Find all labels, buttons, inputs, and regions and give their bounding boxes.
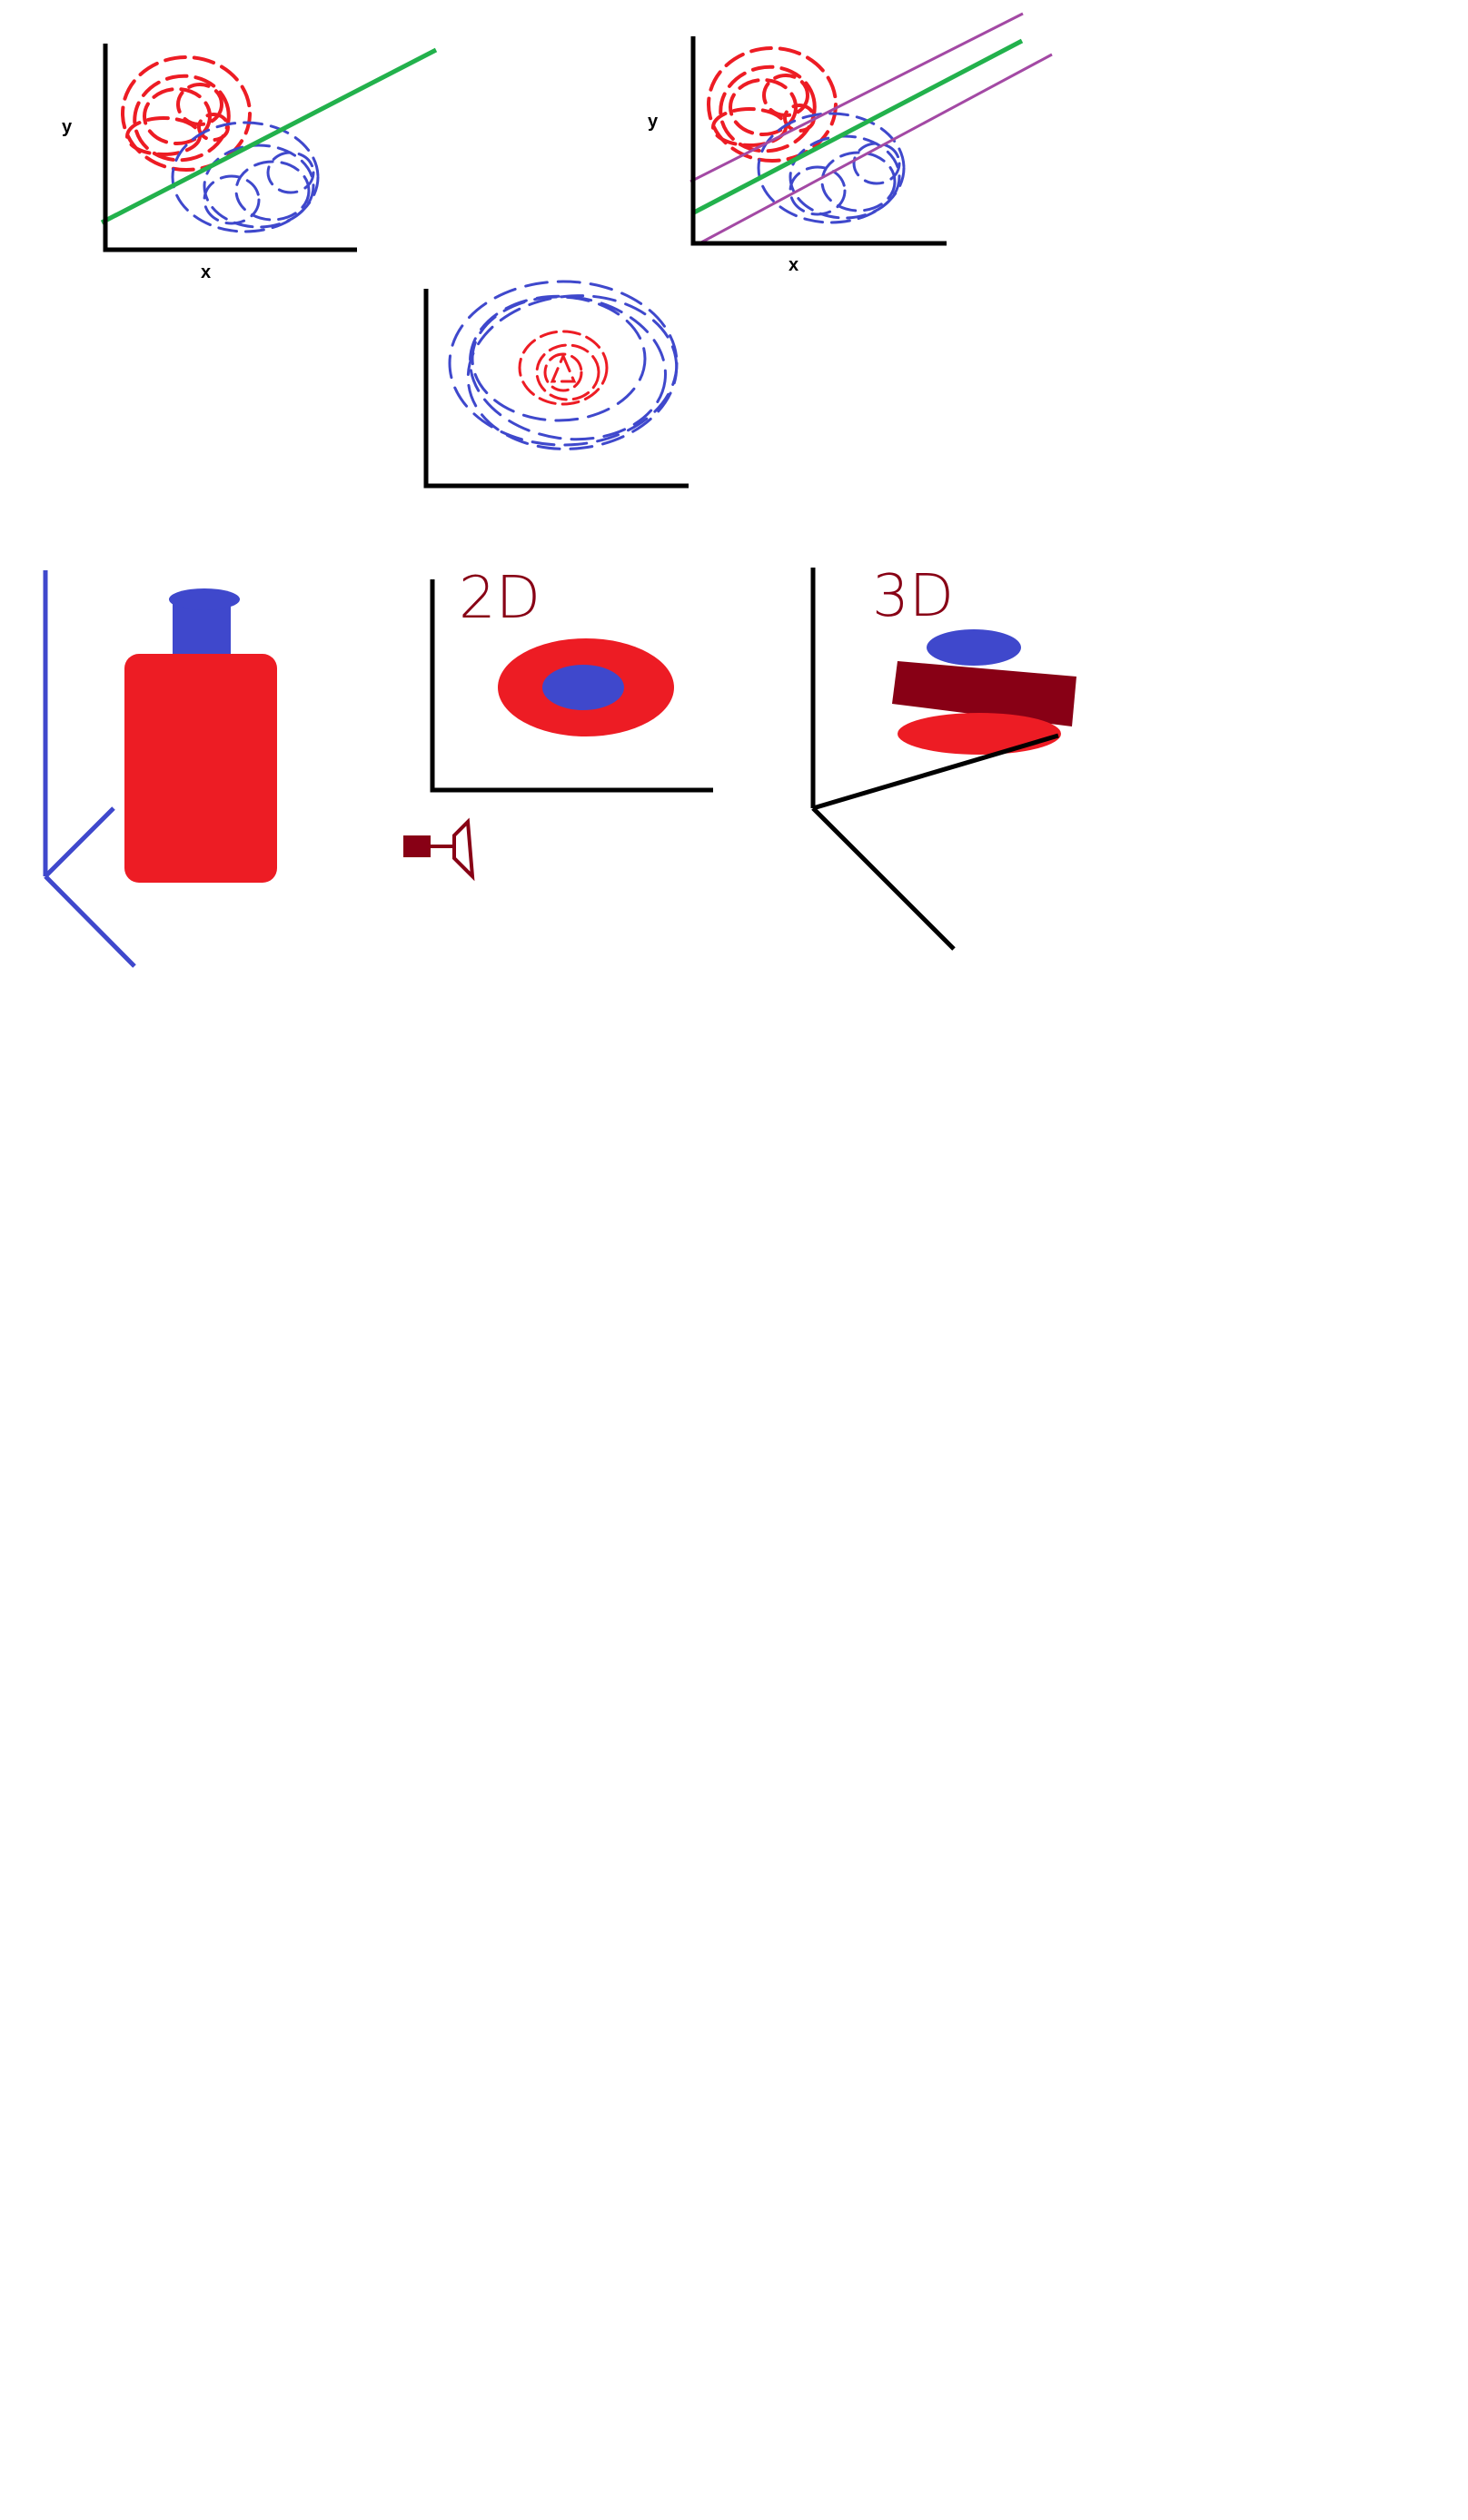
panel-concentric-clusters	[423, 280, 689, 489]
purple-margin-line-upper	[689, 12, 1024, 183]
green-separator-line	[100, 47, 438, 225]
panel-margin-separator: y x	[648, 12, 1053, 275]
y-axis-label: y	[648, 112, 659, 132]
blue-top-disk	[927, 629, 1021, 666]
projector-icon	[403, 817, 475, 882]
blue-dashed-ring	[448, 280, 679, 450]
black-3d-axes	[810, 568, 1059, 951]
panel-bottle-3d	[43, 570, 277, 968]
red-dashed-cluster	[121, 55, 252, 172]
y-axis-label: y	[62, 117, 73, 137]
blue-inner-disk	[542, 665, 624, 710]
green-separator-line	[690, 38, 1024, 216]
blue-dashed-cluster	[757, 112, 906, 224]
dark-red-slab	[892, 661, 1076, 726]
red-dashed-core	[518, 330, 609, 406]
x-axis-label: x	[201, 262, 211, 282]
axes	[690, 36, 947, 246]
axes	[103, 44, 357, 252]
blue-dashed-cluster	[171, 121, 320, 233]
panel-linear-separator: y x	[62, 44, 438, 282]
red-dashed-cluster	[707, 46, 838, 163]
projection-3d-label: 3D	[872, 563, 954, 630]
bottle-body	[124, 654, 277, 883]
panel-projection-3d: 3D	[810, 563, 1076, 951]
axes	[430, 579, 713, 793]
projection-2d-label: 2D	[459, 565, 541, 632]
x-axis-label: x	[789, 255, 798, 275]
blue-3d-axes	[43, 570, 136, 968]
bottle-cap	[169, 588, 240, 610]
axes	[423, 289, 689, 489]
red-bottom-disk	[898, 713, 1061, 755]
purple-margin-line-lower	[699, 53, 1053, 245]
panel-projection-2d: 2D	[403, 565, 713, 882]
